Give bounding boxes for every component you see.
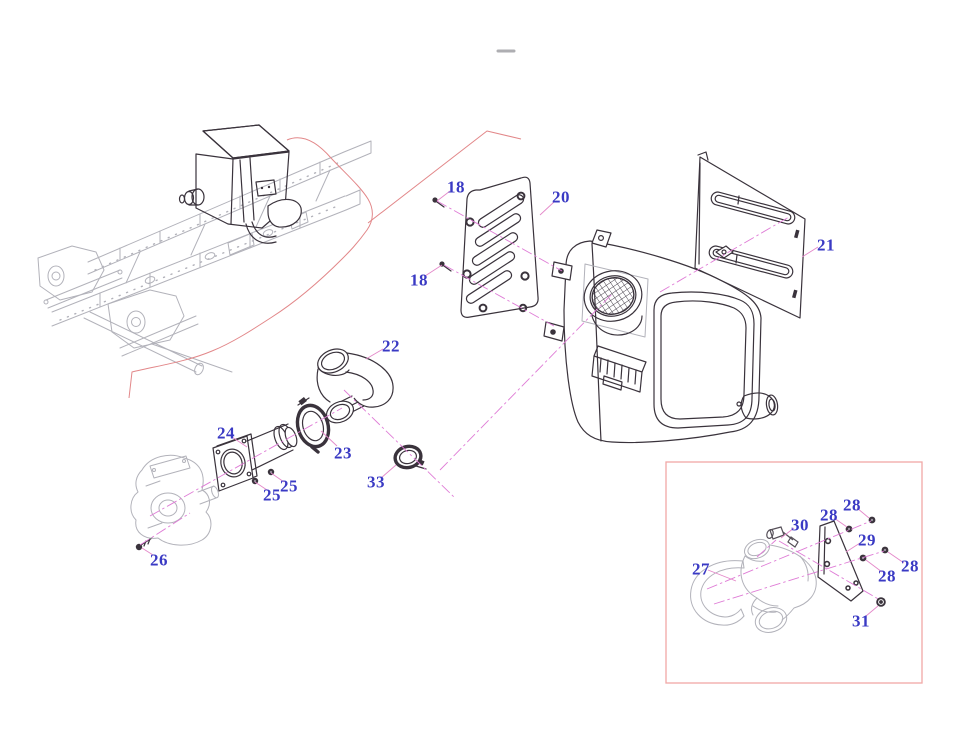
part-plate-20: [460, 176, 539, 318]
inset-detail-box: [665, 461, 923, 684]
part-label-25a: 25: [280, 476, 298, 496]
part-label-27: 27: [692, 559, 710, 579]
chassis-sketch: [37, 140, 372, 376]
part-label-18b: 18: [410, 270, 428, 290]
part-label-28b: 28: [843, 495, 861, 515]
part-clamp-23: [295, 396, 331, 454]
part-label-22: 22: [382, 336, 400, 356]
part-label-31: 31: [852, 611, 870, 631]
part-panel-21: [694, 151, 806, 319]
part-label-18a: 18: [447, 177, 465, 197]
assembly-axis-lines: [139, 200, 885, 605]
part-label-23: 23: [334, 443, 352, 463]
part-label-28a: 28: [820, 505, 838, 525]
mounted-muffler-sketch: [178, 124, 302, 244]
part-bracket-29: [817, 520, 864, 602]
part-label-33: 33: [367, 472, 385, 492]
tailpipe-sketch: [740, 538, 817, 633]
part-clamp-33: [393, 444, 427, 470]
part-label-28d: 28: [901, 556, 919, 576]
turbo-outlet-sketch: [130, 454, 219, 546]
fitting-30: [766, 526, 799, 548]
detail-boundary-outline: [128, 130, 522, 399]
part-muffler-body: [543, 229, 779, 444]
part-label-25b: 25: [263, 485, 281, 505]
part-label-28c: 28: [878, 566, 896, 586]
bolts-18: [432, 197, 452, 272]
part-pipe-24: [212, 423, 298, 492]
label-leader-lines: [141, 190, 905, 617]
part-ubolt-27: [690, 560, 745, 626]
nut-31: [876, 597, 886, 607]
part-label-26: 26: [150, 550, 168, 570]
part-label-30: 30: [791, 515, 809, 535]
part-label-20: 20: [552, 187, 570, 207]
part-label-24: 24: [217, 423, 235, 443]
part-label-21: 21: [817, 235, 835, 255]
part-label-29: 29: [858, 530, 876, 550]
plate-20-bolt-holes: [462, 191, 530, 313]
bolt-26: [135, 537, 153, 551]
